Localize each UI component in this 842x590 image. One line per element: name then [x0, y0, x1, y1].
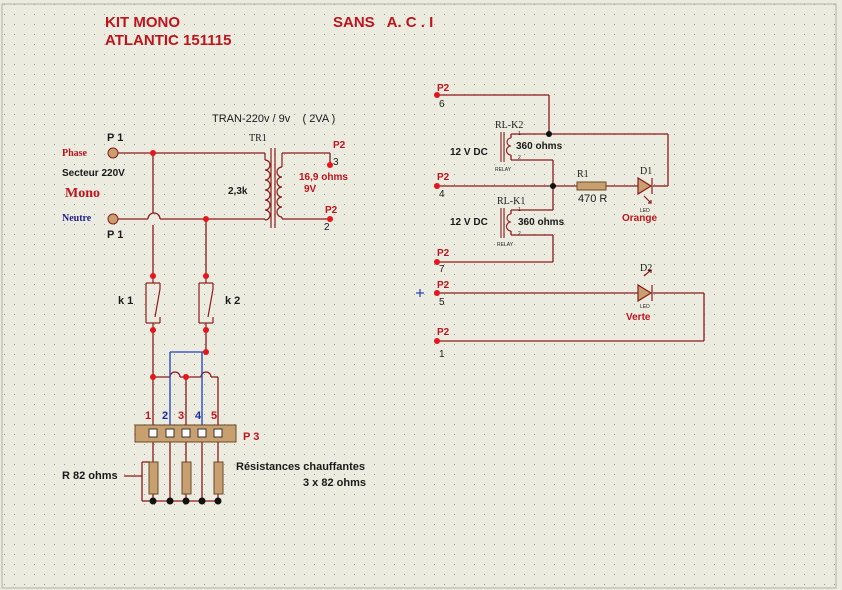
p3-label: P 3 [243, 431, 259, 443]
pin3-label: 3 [333, 157, 339, 168]
left-junctions [150, 150, 333, 380]
p1-neutre-label: P 1 [107, 229, 123, 241]
rlk2-relay: RELAY [495, 167, 512, 173]
rlk2-coil1: 1 [518, 131, 521, 137]
sheet-border [1, 3, 837, 589]
transformer-tr1 [264, 148, 283, 228]
right-wires [437, 94, 705, 342]
p3-pin4-label: 4 [195, 410, 202, 422]
pin1-label: 1 [439, 349, 445, 360]
secteur-label: Secteur 220V [62, 168, 125, 179]
tran-label: TRAN-220v / 9v ( 2VA ) [212, 113, 335, 125]
phase-label: Phase [62, 148, 88, 159]
r1-value-label: 470 R [578, 193, 607, 205]
p1-phase-label: P 1 [107, 132, 123, 144]
orange-label: Orange [622, 213, 657, 224]
pin5-label: 5 [439, 297, 445, 308]
r82-label: R 82 ohms [62, 470, 118, 482]
rlk2-coil2: 2 [518, 155, 521, 161]
pin4-label: 4 [439, 189, 445, 200]
pin6-label: 6 [439, 99, 445, 110]
p2-4-label: P2 [437, 172, 450, 183]
pin2-label: 2 [324, 222, 330, 233]
k2-label: k 2 [225, 295, 240, 307]
r1-label: R1 [577, 169, 589, 180]
rlk1-label: RL-K1 [497, 196, 525, 207]
rlk1-ohm: 360 ohms [518, 217, 565, 228]
sec-v-label: 9V [304, 184, 317, 195]
p2-1-label: P2 [437, 327, 450, 338]
p1-phase-terminal [107, 147, 119, 159]
prim-res-label: 2,3k [228, 186, 248, 197]
p2-7-label: P2 [437, 248, 450, 259]
k1-label: k 1 [118, 295, 133, 307]
bottom-junctions [149, 497, 222, 505]
title-line1: KIT MONO [105, 14, 180, 31]
heating-resistors [148, 461, 224, 495]
d2-led-label: LED [640, 304, 650, 310]
p3-pin5-label: 5 [211, 410, 217, 422]
right-node-dots [546, 131, 556, 189]
right-junctions [434, 92, 440, 344]
p3-pin2-label: 2 [162, 410, 168, 422]
sec-res-label: 16,9 ohms [299, 172, 348, 183]
relay-k1 [500, 208, 512, 238]
d1-led-label: LED [640, 208, 650, 214]
rlk2-label: RL-K2 [495, 120, 523, 131]
p2-5-label: P2 [437, 280, 450, 291]
p2-6-label: P2 [437, 83, 450, 94]
switch-k2 [198, 276, 214, 330]
pin7-label: 7 [439, 264, 445, 275]
d2-label: D2 [640, 263, 652, 274]
p3-pin3-label: 3 [178, 410, 184, 422]
led-d1 [637, 176, 653, 204]
p2-bottom-label: P2 [325, 205, 338, 216]
d1-label: D1 [640, 166, 652, 177]
rlk2-ohm: 360 ohms [516, 141, 563, 152]
led-d2 [637, 269, 653, 303]
p1-neutre-terminal [107, 213, 119, 225]
mono-label: Mono [65, 186, 100, 201]
p2-top-label: P2 [333, 140, 346, 151]
p3-pin1-label: 1 [145, 410, 151, 422]
tr1-label: TR1 [249, 133, 267, 144]
rlk1-coil1: 1 [518, 207, 521, 213]
rlk1-v12: 12 V DC [450, 217, 488, 228]
rlk2-v12: 12 V DC [450, 147, 488, 158]
rlk1-relay: RELAY [497, 242, 514, 248]
title-line2: ATLANTIC 151115 [105, 32, 231, 49]
resistor-r1 [576, 181, 607, 191]
subtitle: SANS A. C . I [333, 14, 433, 31]
res-3x-label: 3 x 82 ohms [303, 477, 366, 489]
origin-marker [416, 289, 424, 297]
rlk1-coil2: 2 [518, 231, 521, 237]
connector-p3-pins [148, 428, 223, 438]
verte-label: Verte [626, 312, 651, 323]
res-ch-label: Résistances chauffantes [236, 461, 365, 473]
neutre-label: Neutre [62, 213, 92, 224]
blue-wires [169, 351, 206, 425]
relay-k2 [500, 132, 512, 162]
